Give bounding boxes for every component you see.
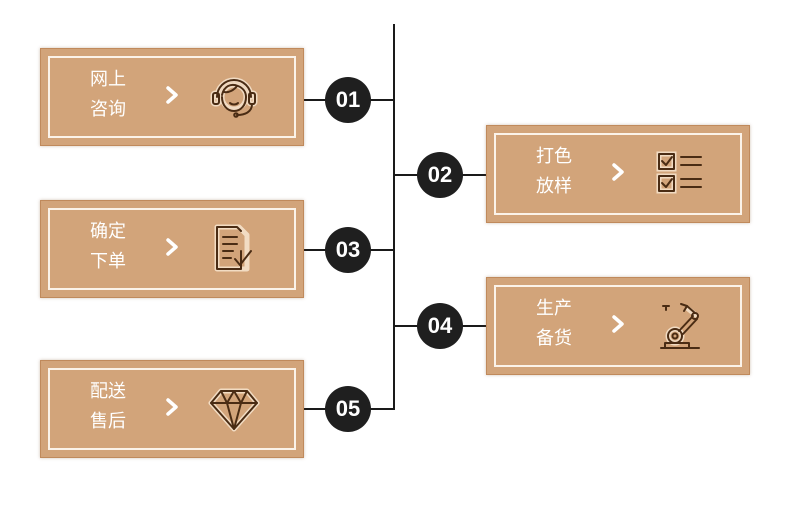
headset-icon xyxy=(210,77,258,118)
step-label-line1: 配送 xyxy=(90,381,126,402)
step-card-04: 生产 备货 xyxy=(486,277,750,375)
card-inner-border xyxy=(48,208,296,290)
step-number-badge-02: 02 xyxy=(417,152,463,198)
step-label-line2: 咨询 xyxy=(90,99,126,120)
step-label-line1: 打色 xyxy=(536,146,572,167)
step-label: 配送 售后 xyxy=(85,377,131,437)
card-inner-border xyxy=(48,56,296,138)
step-label-line2: 下单 xyxy=(90,251,126,272)
step-number-badge-03: 03 xyxy=(325,227,371,273)
step-label-line2: 放样 xyxy=(536,176,572,197)
chevron-right-icon xyxy=(612,315,624,333)
chevron-right-icon xyxy=(612,163,624,181)
step-label: 网上 咨询 xyxy=(85,65,131,125)
step-label-line2: 售后 xyxy=(90,411,126,432)
document-check-icon xyxy=(214,224,252,272)
step-card-01: 网上 咨询 xyxy=(40,48,304,146)
step-label: 生产 备货 xyxy=(531,294,577,354)
chevron-right-icon xyxy=(166,398,178,416)
step-card-03: 确定 下单 xyxy=(40,200,304,298)
robot-arm-icon xyxy=(660,303,700,349)
step-label-line1: 生产 xyxy=(536,298,572,319)
chevron-right-icon xyxy=(166,238,178,256)
step-card-05: 配送 售后 xyxy=(40,360,304,458)
chevron-right-icon xyxy=(166,86,178,104)
step-number-badge-01: 01 xyxy=(325,77,371,123)
step-label-line2: 备货 xyxy=(536,328,572,349)
card-inner-border xyxy=(494,285,742,367)
timeline-spine xyxy=(393,24,395,410)
step-label-line1: 网上 xyxy=(90,69,126,90)
step-label-line1: 确定 xyxy=(90,221,126,242)
step-number-badge-05: 05 xyxy=(325,386,371,432)
step-number-badge-04: 04 xyxy=(417,303,463,349)
step-label: 确定 下单 xyxy=(85,217,131,277)
step-label: 打色 放样 xyxy=(531,142,577,202)
card-inner-border xyxy=(494,133,742,215)
diamond-icon xyxy=(208,388,260,432)
step-card-02: 打色 放样 xyxy=(486,125,750,223)
checklist-icon xyxy=(656,151,702,194)
card-inner-border xyxy=(48,368,296,450)
